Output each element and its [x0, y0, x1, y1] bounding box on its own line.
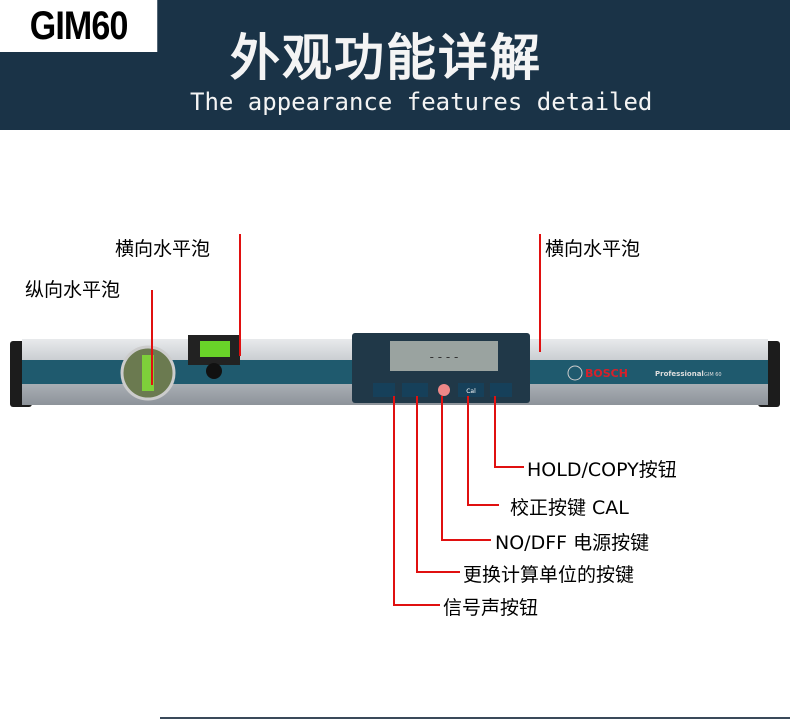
unit-button — [402, 383, 428, 397]
bosch-emblem — [567, 365, 583, 381]
divider — [160, 717, 790, 719]
callout-line — [151, 290, 153, 385]
cal-label: Cal — [466, 388, 476, 395]
callout-line — [539, 234, 541, 352]
horizontal-vial-liquid — [200, 341, 230, 357]
label-horizontal-vial-right: 横向水平泡 — [545, 238, 641, 260]
callout-line — [239, 234, 241, 356]
callout-line — [416, 396, 418, 573]
callout-line — [467, 396, 469, 506]
model-badge: GIM60 — [0, 0, 158, 52]
label-hold-copy: HOLD/COPY按钮 — [527, 459, 677, 481]
cal-button — [458, 383, 484, 397]
callout-line — [416, 571, 460, 573]
page-title: 外观功能详解 — [230, 29, 542, 87]
callout-line — [441, 539, 491, 541]
brand-logo: BOSCH — [585, 367, 628, 380]
hole — [206, 363, 222, 379]
callout-line — [441, 396, 443, 541]
label-vertical-vial: 纵向水平泡 — [25, 279, 121, 301]
model-label: GIM 60 — [704, 372, 722, 378]
callout-line — [467, 504, 499, 506]
lcd-screen — [390, 341, 498, 371]
callout-line — [494, 466, 524, 468]
lcd-text: - - - - — [430, 350, 459, 364]
label-calibrate: 校正按键 CAL — [510, 497, 629, 519]
label-sound: 信号声按钮 — [443, 597, 539, 619]
label-power: NO/DFF 电源按键 — [495, 532, 650, 554]
callout-line — [494, 396, 496, 468]
power-button — [438, 384, 450, 396]
header-banner: GIM60 外观功能详解 The appearance features det… — [0, 0, 790, 130]
callout-line — [393, 604, 440, 606]
label-horizontal-vial-left: 横向水平泡 — [115, 238, 211, 260]
digital-level-image: - - - - Cal BOSCH Professional GIM 60 — [10, 333, 780, 407]
sound-button — [373, 383, 395, 397]
callout-line — [393, 396, 395, 606]
hold-button — [490, 383, 512, 397]
page-subtitle: The appearance features detailed — [190, 88, 653, 116]
label-unit: 更换计算单位的按键 — [463, 564, 635, 586]
series-label: Professional — [655, 370, 704, 378]
